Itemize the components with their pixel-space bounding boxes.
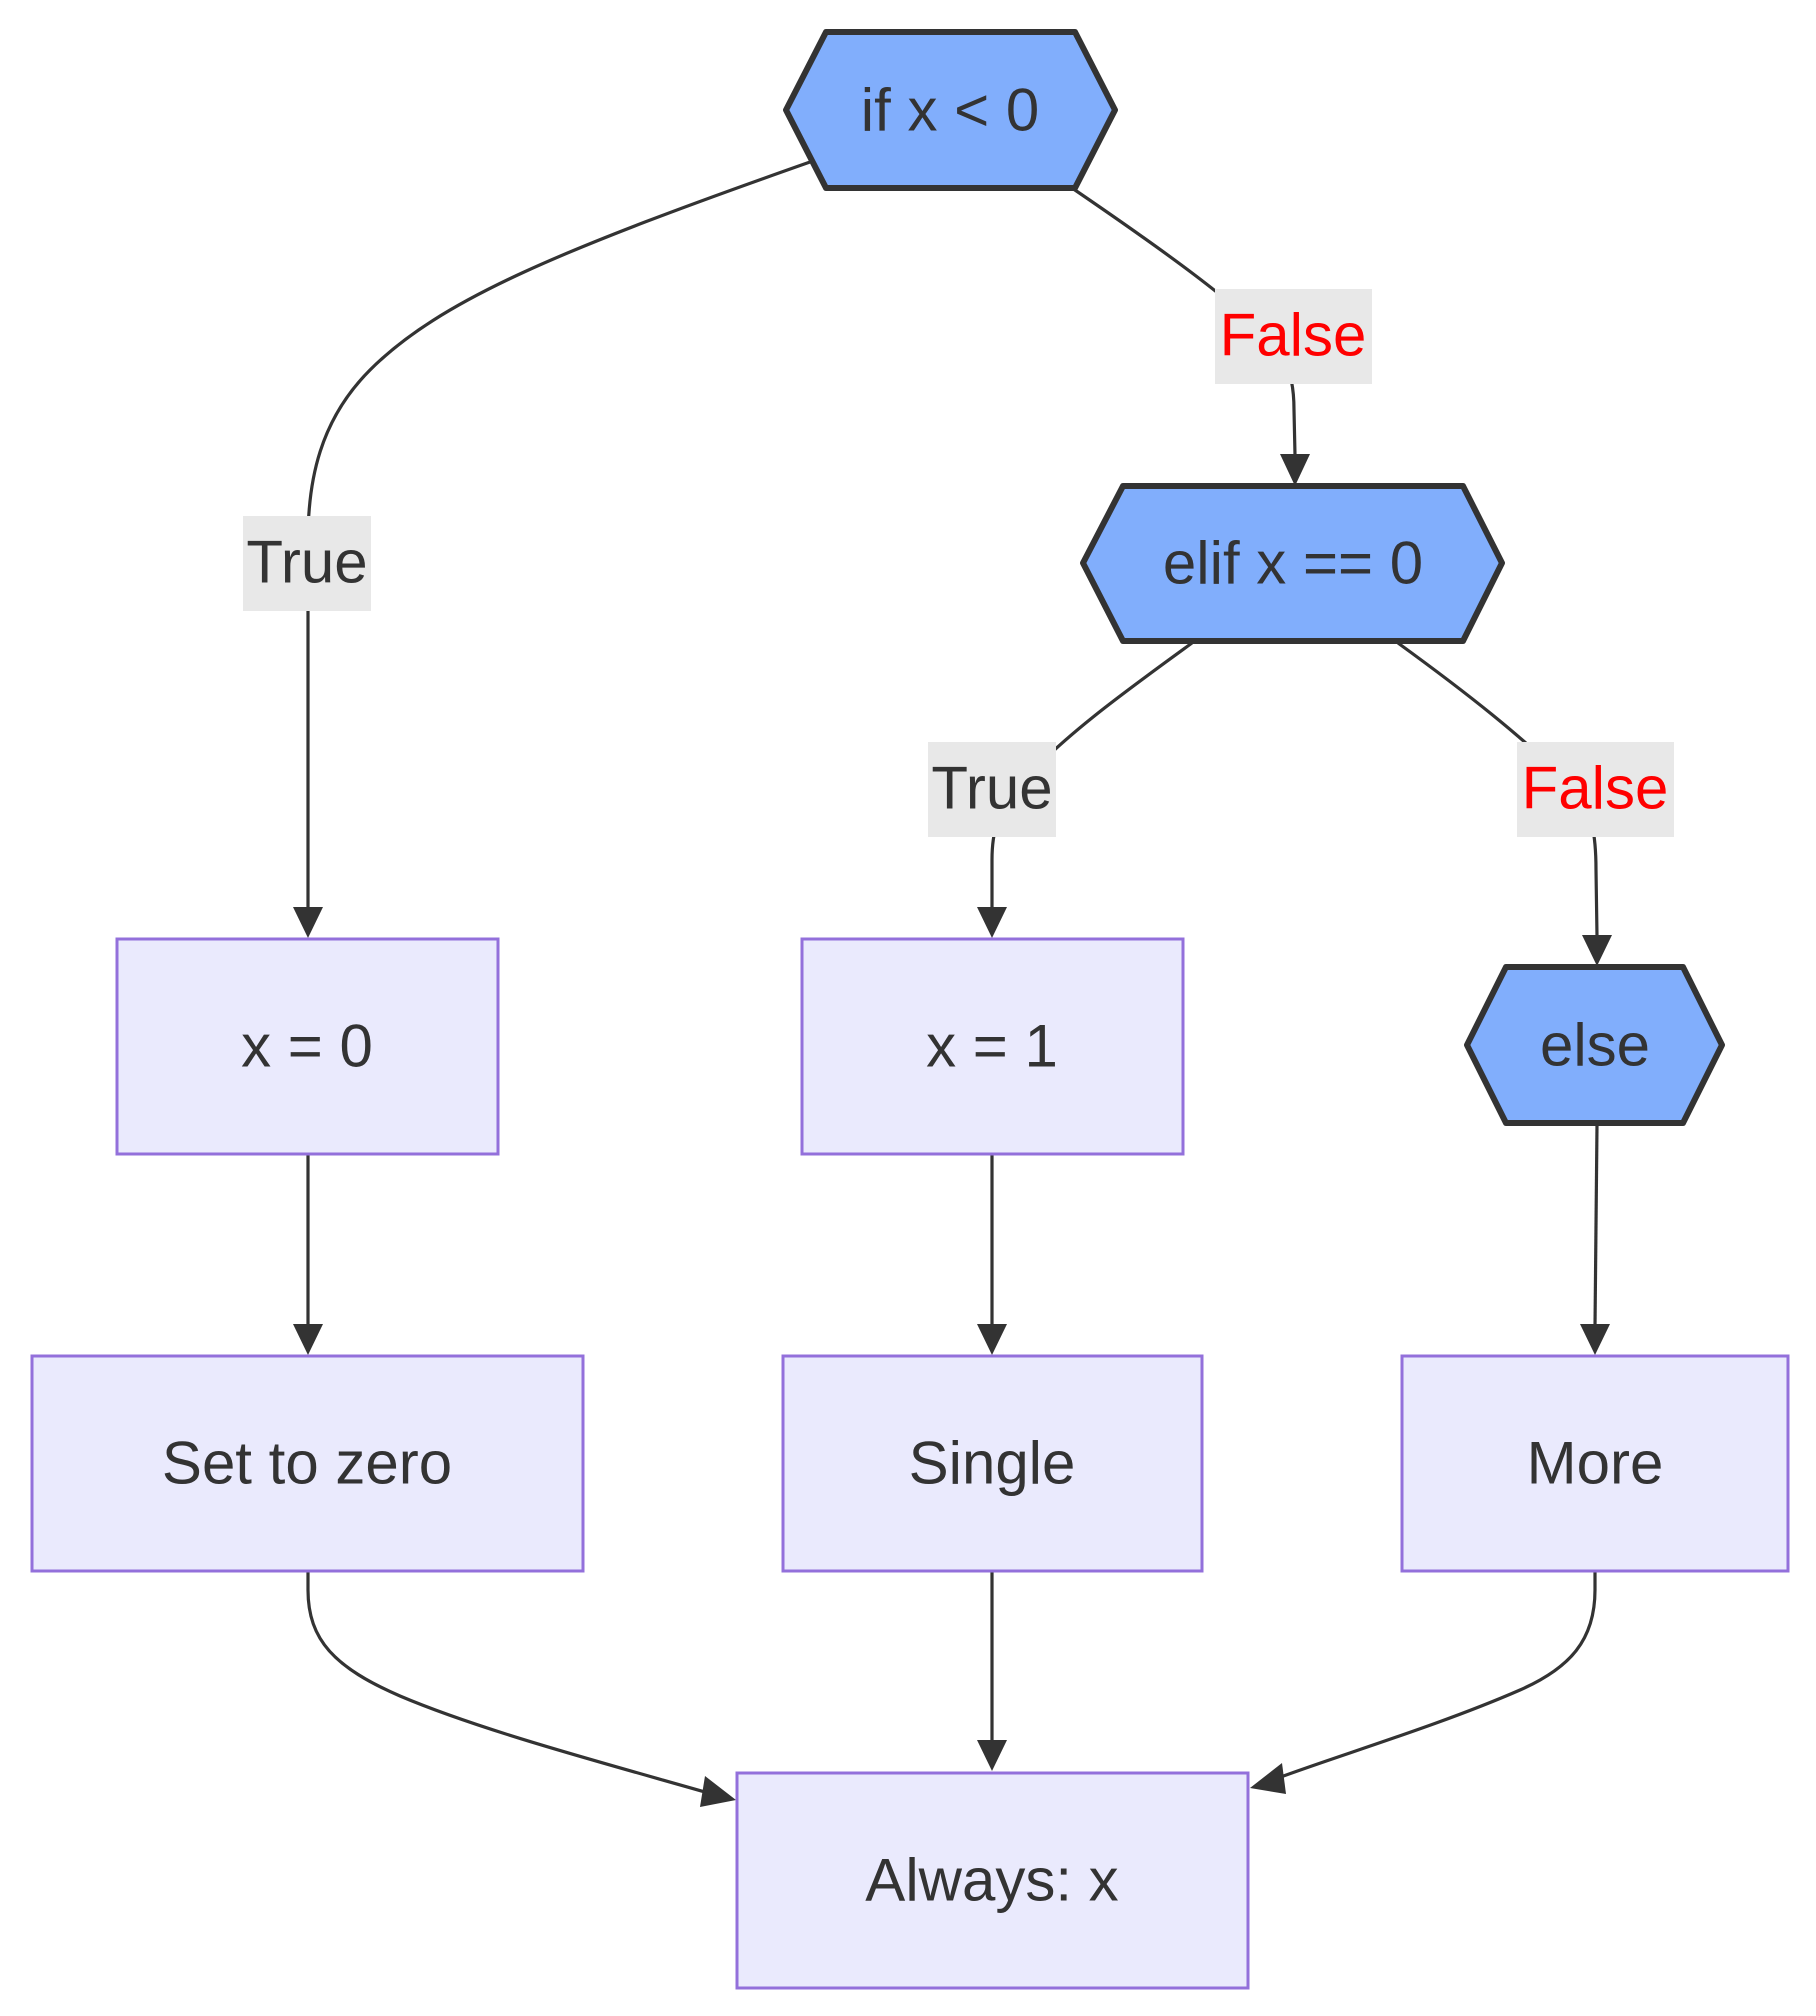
node-more-label: More <box>1527 1430 1664 1497</box>
nodes: if x < 0 elif x == 0 else x = 0 x = 1 Se… <box>30 29 1790 1990</box>
edge-if-to-elif-arrowhead <box>1280 454 1310 486</box>
edge-elif-to-x-eq-1-arrowhead <box>977 907 1007 938</box>
node-single-label: Single <box>909 1430 1076 1497</box>
node-if-x-lt-0-shape <box>783 29 1118 191</box>
edge-label-if-true-bg <box>243 516 371 611</box>
edge-single-to-always-arrowhead <box>977 1740 1007 1771</box>
edge-label-elif-false-text: False <box>1522 755 1669 822</box>
node-x-eq-0: x = 0 <box>115 937 500 1156</box>
edge-label-elif-false-bg <box>1517 742 1674 837</box>
edge-more-to-always-arrowhead <box>1250 1763 1286 1794</box>
edge-else-to-more <box>1593 1124 1599 1328</box>
edge-label-if-true: True <box>243 516 371 611</box>
node-set-to-zero-shape <box>30 1354 585 1573</box>
edge-more-to-always <box>1277 1570 1597 1780</box>
node-x-eq-1-label: x = 1 <box>926 1013 1058 1080</box>
edge-x-eq-1-to-single-arrowhead <box>977 1324 1007 1355</box>
edge-labels: True False True False <box>243 289 1674 837</box>
edge-label-if-false: False <box>1215 289 1372 384</box>
node-x-eq-0-shape <box>115 937 500 1156</box>
edge-label-if-true-text: True <box>246 529 367 596</box>
edge-set-to-zero-to-always-arrowhead <box>700 1776 736 1807</box>
node-x-eq-0-label: x = 0 <box>241 1013 373 1080</box>
node-elif-x-eq-0-shape <box>1080 483 1505 644</box>
edge-x-eq-0-to-set-to-zero-arrowhead <box>293 1324 323 1355</box>
node-x-eq-1: x = 1 <box>800 937 1185 1156</box>
node-else-shape <box>1464 964 1725 1126</box>
edge-label-elif-false: False <box>1517 742 1674 837</box>
node-elif-x-eq-0: elif x == 0 <box>1080 483 1505 644</box>
node-always-x: Always: x <box>735 1771 1250 1990</box>
edge-if-to-x-eq-0 <box>306 160 811 910</box>
node-single: Single <box>781 1354 1204 1573</box>
edge-label-elif-true-bg <box>928 742 1056 837</box>
edge-label-if-false-text: False <box>1220 302 1367 369</box>
node-elif-x-eq-0-label: elif x == 0 <box>1163 530 1423 597</box>
node-always-x-label: Always: x <box>865 1847 1118 1914</box>
edge-else-to-more-arrowhead <box>1580 1324 1610 1355</box>
node-single-shape <box>781 1354 1204 1573</box>
node-else: else <box>1464 964 1725 1126</box>
edge-elif-to-else-arrowhead <box>1582 935 1612 966</box>
node-set-to-zero: Set to zero <box>30 1354 585 1573</box>
node-always-x-shape <box>735 1771 1250 1990</box>
node-more: More <box>1400 1354 1790 1573</box>
edge-set-to-zero-to-always <box>306 1570 706 1794</box>
node-if-x-lt-0-label: if x < 0 <box>861 77 1039 144</box>
node-set-to-zero-label: Set to zero <box>162 1430 452 1497</box>
edge-label-if-false-bg <box>1215 289 1372 384</box>
edge-label-elif-true: True <box>928 742 1056 837</box>
node-else-label: else <box>1540 1012 1650 1079</box>
node-x-eq-1-shape <box>800 937 1185 1156</box>
edge-label-elif-true-text: True <box>931 755 1052 822</box>
node-if-x-lt-0: if x < 0 <box>783 29 1118 191</box>
node-more-shape <box>1400 1354 1790 1573</box>
edge-if-to-x-eq-0-arrowhead <box>293 907 323 938</box>
